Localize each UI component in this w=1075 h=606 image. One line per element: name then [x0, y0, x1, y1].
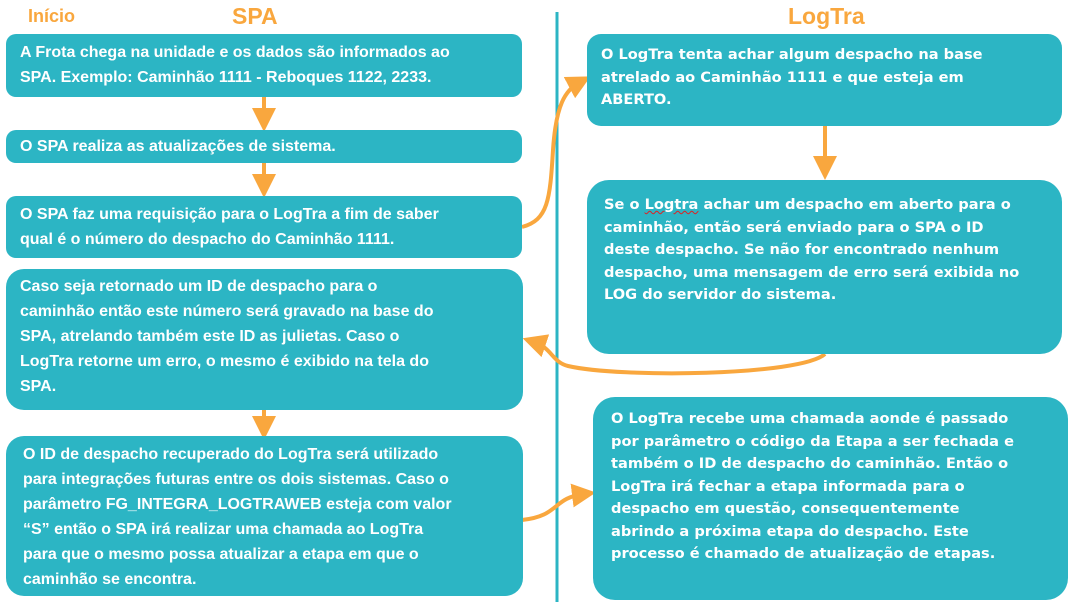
- start-label: Início: [28, 6, 76, 26]
- logtra-step-3: O LogTra recebe uma chamada aonde é pass…: [593, 397, 1068, 600]
- arrow-update: [521, 483, 596, 522]
- spa-step-2: O SPA realiza as atualizações de sistema…: [6, 130, 522, 163]
- arrow-response: [522, 334, 827, 376]
- logtra-step-1: O LogTra tenta achar algum despacho na b…: [587, 34, 1062, 126]
- spellcheck-word: Logtra: [644, 196, 699, 213]
- spa-step-1: A Frota chega na unidade e os dados são …: [6, 34, 522, 97]
- spa-step-5: O ID de despacho recuperado do LogTra se…: [6, 436, 523, 596]
- spa-step-3: O SPA faz uma requisição para o LogTra a…: [6, 196, 522, 258]
- arrow-request: [521, 76, 591, 229]
- spa-step-4: Caso seja retornado um ID de despacho pa…: [6, 269, 523, 410]
- logtra-step-2: Se o Logtra achar um despacho em aberto …: [587, 180, 1062, 354]
- logtra-heading: LogTra: [788, 3, 865, 29]
- spa-heading: SPA: [232, 3, 278, 29]
